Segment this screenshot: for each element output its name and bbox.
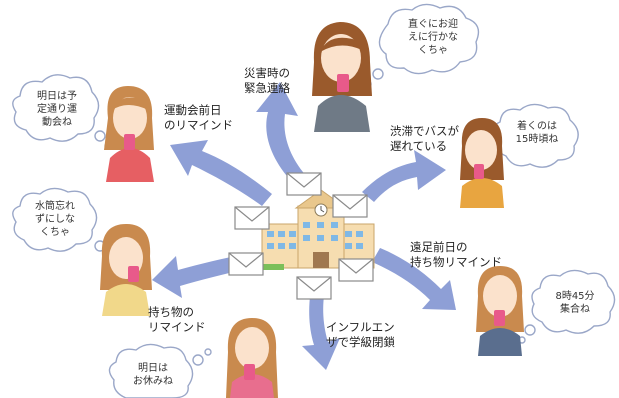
thought-bubbles — [12, 3, 616, 398]
smartphone-icon — [494, 310, 505, 326]
envelope-icon — [286, 172, 322, 196]
people — [100, 22, 524, 398]
arrow-icon — [372, 248, 456, 310]
envelope-icon — [296, 276, 332, 300]
label-bus-delay: 渋滞でバスが 遅れている — [390, 124, 459, 153]
arrow-icon — [362, 150, 446, 202]
woman-icon — [100, 224, 152, 316]
bubble-text-day-off: 明日は お休みね — [133, 363, 173, 387]
label-disaster-contact: 災害時の 緊急連絡 — [244, 66, 290, 95]
smartphone-icon — [474, 164, 484, 179]
envelope-icon — [332, 194, 368, 218]
smartphone-icon — [124, 134, 135, 150]
arrows — [152, 82, 456, 370]
woman-icon — [226, 318, 278, 398]
woman-icon — [460, 118, 504, 208]
label-excursion-reminder: 遠足前日の 持ち物リマインド — [410, 240, 502, 269]
bubble-text-pickup: 直ぐにお迎 えに行かな くちゃ — [408, 19, 458, 56]
envelope-icon — [338, 258, 374, 282]
smartphone-icon — [244, 364, 255, 380]
envelope-icon — [228, 252, 264, 276]
arrow-icon — [256, 82, 308, 182]
thought-bubble-icon — [108, 343, 212, 398]
bubble-text-sports-day: 明日は予 定通り運 動会ね — [37, 91, 77, 128]
arrow-icon — [152, 254, 250, 298]
thought-bubble-icon — [518, 269, 616, 344]
label-items-reminder: 持ち物の リマインド — [148, 305, 206, 334]
arrow-icon — [170, 140, 272, 206]
thought-bubble-icon — [12, 187, 112, 260]
woman-icon — [476, 266, 524, 356]
smartphone-icon — [337, 74, 349, 92]
bubble-text-meeting-time: 8時45分 集合ね — [555, 291, 595, 315]
smartphone-icon — [128, 266, 139, 282]
thought-bubble-icon — [12, 74, 112, 150]
envelope-icon — [234, 206, 270, 230]
woman-icon — [312, 22, 372, 132]
woman-icon — [104, 86, 154, 182]
label-sports-day-reminder: 運動会前日 のリマインド — [164, 103, 233, 132]
label-class-closure: インフルエン ザで学級閉鎖 — [326, 320, 395, 349]
bubble-text-arrival: 着くのは 15時頃ね — [515, 121, 559, 145]
arrow-icon — [302, 282, 340, 370]
bubble-text-water-bottle: 水筒忘れ ずにしな くちゃ — [35, 201, 75, 238]
